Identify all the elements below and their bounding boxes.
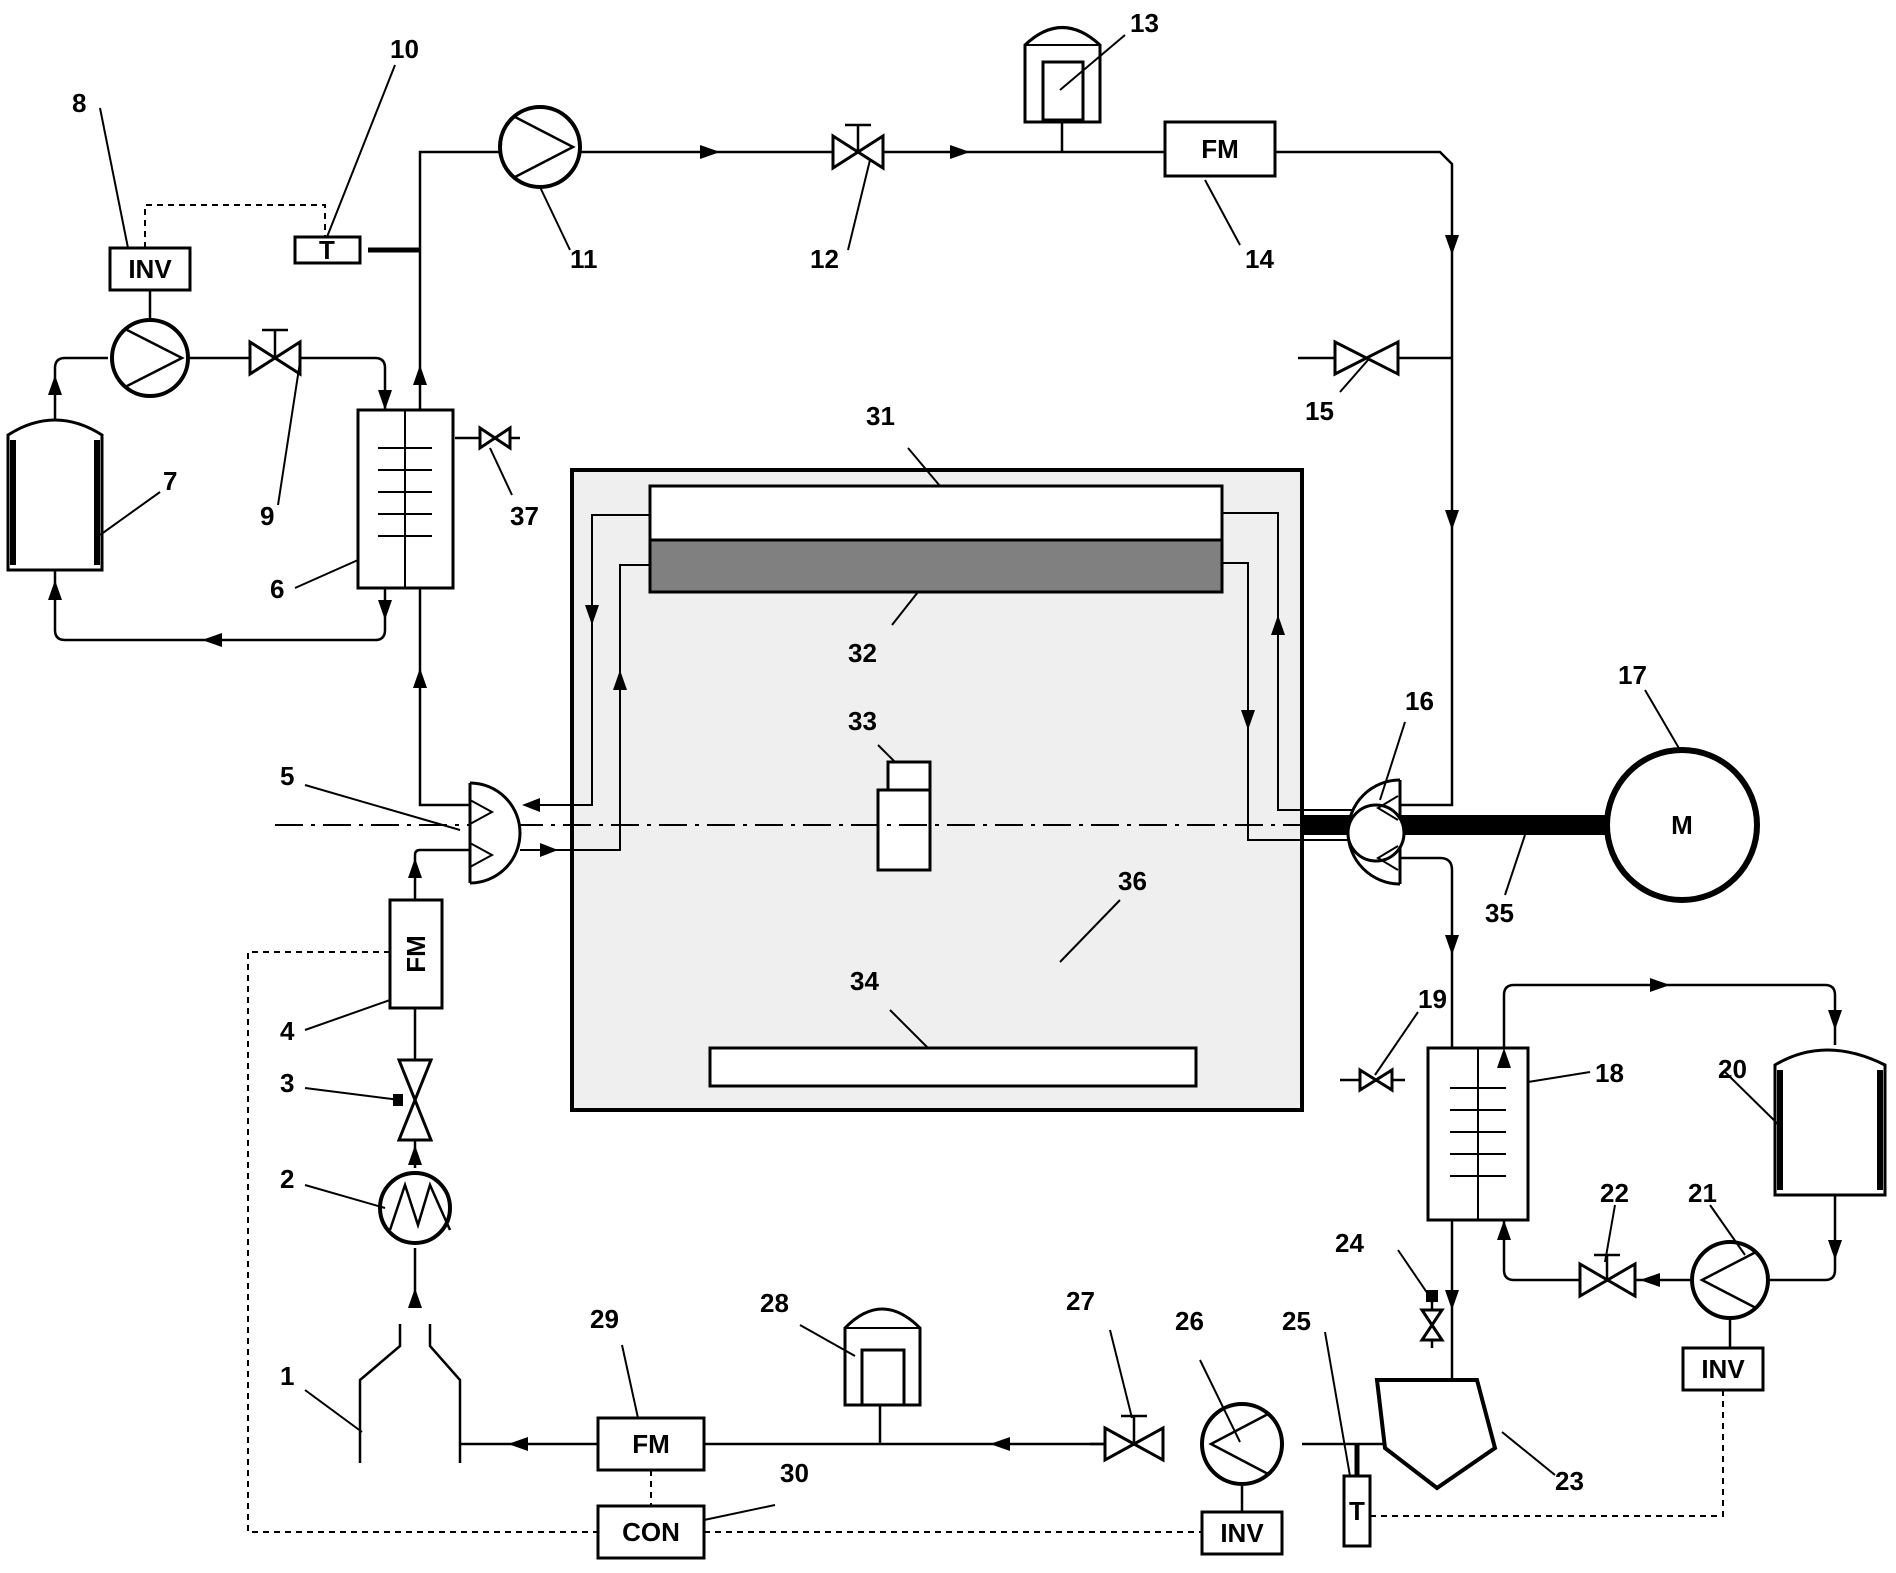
ref-34: 34 <box>850 966 879 996</box>
ref-10: 10 <box>390 34 419 64</box>
ref-16: 16 <box>1405 686 1434 716</box>
plate-34 <box>710 1048 1196 1086</box>
pump-11 <box>500 107 580 187</box>
ref-27: 27 <box>1066 1286 1095 1316</box>
ref-17: 17 <box>1618 660 1647 690</box>
ref-30: 30 <box>780 1458 809 1488</box>
valve-37 <box>480 428 520 448</box>
tank-20 <box>1775 1050 1885 1195</box>
ref-31: 31 <box>866 401 895 431</box>
ref-20: 20 <box>1718 1054 1747 1084</box>
svg-text:INV: INV <box>128 254 172 284</box>
ref-21: 21 <box>1688 1178 1717 1208</box>
inverter-26: INV <box>1202 1512 1282 1554</box>
ref-13: 13 <box>1130 8 1159 38</box>
pump-8 <box>112 290 188 396</box>
svg-text:T: T <box>319 235 335 265</box>
ref-5: 5 <box>280 761 294 791</box>
ref-19: 19 <box>1418 984 1447 1014</box>
ref-2: 2 <box>280 1164 294 1194</box>
svg-text:FM: FM <box>1201 134 1239 164</box>
ref-33: 33 <box>848 706 877 736</box>
ref-15: 15 <box>1305 396 1334 426</box>
ref-1: 1 <box>280 1361 294 1391</box>
temperature-sensor-10: T <box>295 235 360 265</box>
flowmeter-4: FM <box>390 900 442 1008</box>
svg-text:INV: INV <box>1220 1518 1264 1548</box>
rotary-joint-16 <box>1348 780 1404 884</box>
svg-text:FM: FM <box>401 935 431 973</box>
motor-17: M <box>1607 750 1757 900</box>
heater-2 <box>380 1173 450 1243</box>
plate-31 <box>650 486 1222 540</box>
pump-26 <box>1202 1404 1282 1512</box>
ref-14: 14 <box>1245 244 1274 274</box>
ref-3: 3 <box>280 1068 294 1098</box>
ref-24: 24 <box>1335 1228 1364 1258</box>
valve-24 <box>1422 1290 1442 1340</box>
valve-27 <box>1105 1416 1163 1460</box>
ref-35: 35 <box>1485 898 1514 928</box>
valve-15 <box>1335 342 1398 374</box>
plate-32 <box>650 540 1222 592</box>
flowmeter-29: FM <box>598 1418 704 1470</box>
ref-37: 37 <box>510 501 539 531</box>
heat-exchanger-6 <box>358 410 453 588</box>
accumulator-28 <box>845 1309 920 1405</box>
ref-9: 9 <box>260 501 274 531</box>
svg-text:M: M <box>1671 810 1693 840</box>
svg-text:CON: CON <box>622 1517 680 1547</box>
ref-36: 36 <box>1118 866 1147 896</box>
ref-11: 11 <box>570 244 598 274</box>
ref-22: 22 <box>1600 1178 1629 1208</box>
ref-8: 8 <box>72 88 86 118</box>
rotary-joint-5 <box>470 783 520 883</box>
accumulator-13 <box>1025 28 1100 123</box>
heat-exchanger-18 <box>1428 1048 1528 1220</box>
flowmeter-14: FM <box>1165 122 1275 176</box>
ref-4: 4 <box>280 1016 295 1046</box>
ref-7: 7 <box>163 466 177 496</box>
valve-9 <box>250 330 300 374</box>
ref-25: 25 <box>1282 1306 1311 1336</box>
shaft-35 <box>1300 815 1610 835</box>
process-chamber <box>572 470 1302 1110</box>
valve-12 <box>833 125 883 168</box>
inverter-8: INV <box>110 248 190 290</box>
ref-32: 32 <box>848 638 877 668</box>
svg-text:FM: FM <box>632 1429 670 1459</box>
svg-text:INV: INV <box>1701 1354 1745 1384</box>
ref-18: 18 <box>1595 1058 1624 1088</box>
svg-text:T: T <box>1349 1496 1365 1526</box>
controller-30: CON <box>598 1506 704 1558</box>
tank-1 <box>360 1324 460 1463</box>
pump-21 <box>1692 1242 1768 1348</box>
temperature-sensor-25: T <box>1344 1476 1370 1546</box>
inverter-21: INV <box>1683 1348 1763 1390</box>
separator-23 <box>1377 1380 1495 1488</box>
ref-6: 6 <box>270 574 284 604</box>
ref-12: 12 <box>810 244 839 274</box>
bottom-return-pipes <box>704 1298 1432 1476</box>
valve-22 <box>1580 1255 1660 1296</box>
ref-29: 29 <box>590 1304 619 1334</box>
ref-26: 26 <box>1175 1306 1204 1336</box>
tank-7 <box>8 420 102 570</box>
ref-23: 23 <box>1555 1466 1584 1496</box>
ref-28: 28 <box>760 1288 789 1318</box>
